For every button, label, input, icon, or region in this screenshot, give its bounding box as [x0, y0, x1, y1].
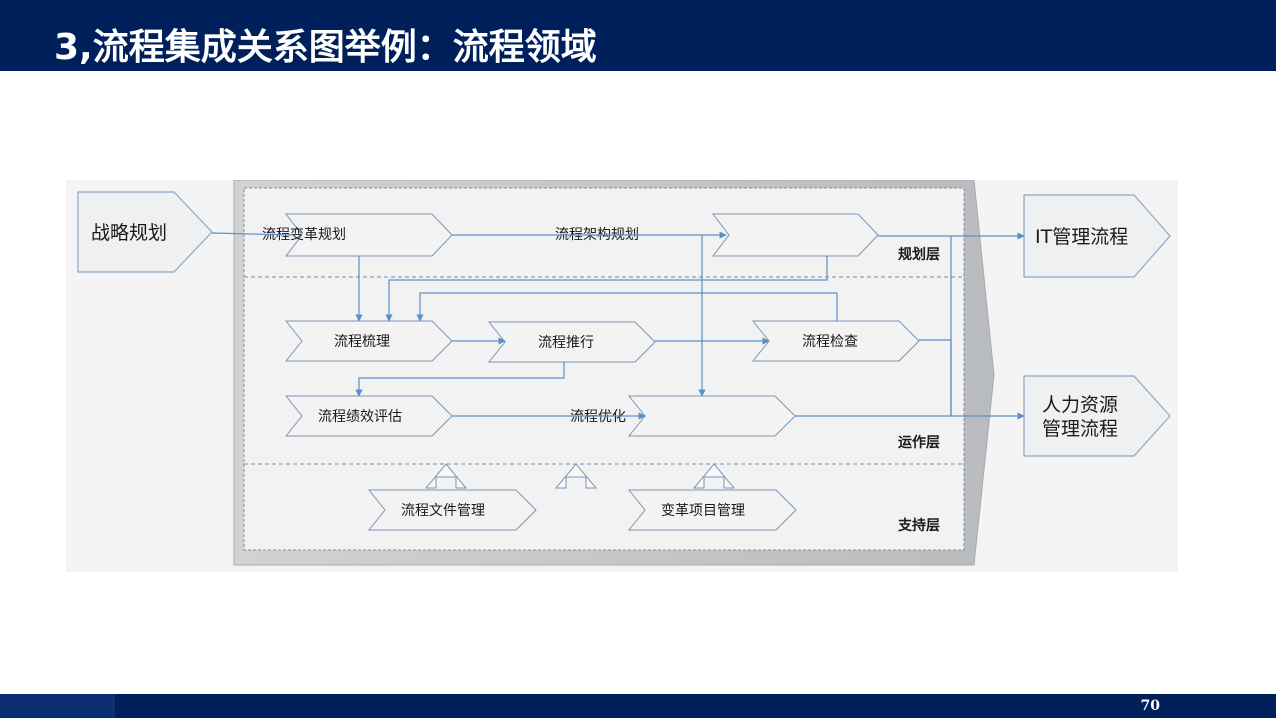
performance-evaluation-label: 流程绩效评估 [318, 409, 402, 425]
process-inspection-label: 流程检查 [802, 334, 858, 350]
planning-layer-label: 规划层 [898, 246, 940, 263]
slide-title: 3,流程集成关系图举例：流程领域 [54, 27, 597, 68]
connector-output-to-sorting [385, 256, 828, 322]
process-integration-diagram: 战略规划 IT管理流程 人力资源 管理流程 流程变革规划 流程架构规划 规划层 … [66, 180, 1178, 572]
process-sorting-label: 流程梳理 [334, 334, 390, 350]
change-planning-shape [284, 213, 453, 257]
strategy-planning-shape [77, 191, 213, 273]
diagram-canvas: 战略规划 IT管理流程 人力资源 管理流程 流程变革规划 流程架构规划 规划层 … [77, 180, 1171, 566]
operation-layer-label: 运作层 [898, 434, 940, 451]
hr-management-shape [1023, 375, 1171, 457]
footer-accent [0, 694, 115, 718]
process-sorting-shape [284, 320, 453, 362]
page-number: 70 [1140, 698, 1160, 714]
connector-inspection-to-sorting [416, 292, 838, 322]
performance-evaluation-shape [284, 395, 453, 437]
strategy-planning-label: 战略规划 [91, 222, 167, 244]
planning-output-shape [711, 213, 879, 257]
it-management-shape [1023, 194, 1171, 278]
connectors [211, 231, 1025, 420]
support-up-arrow-2 [554, 463, 598, 489]
document-management-shape [367, 489, 537, 531]
process-promotion-label: 流程推行 [538, 335, 594, 351]
document-management-label: 流程文件管理 [401, 503, 485, 519]
project-management-label: 变革项目管理 [661, 503, 745, 519]
connector-strategy-to-change [211, 232, 293, 236]
hr-management-label-line1: 人力资源 [1042, 394, 1118, 416]
title-bar: 3,流程集成关系图举例：流程领域 [0, 0, 1276, 71]
hr-management-label-line2: 管理流程 [1042, 418, 1118, 440]
connector-promotion-to-performance [355, 362, 565, 397]
support-up-arrow-3 [692, 463, 736, 489]
process-optimization-shape [627, 395, 796, 437]
support-up-arrow-1 [424, 463, 468, 489]
footer-bar: 70 [0, 694, 1276, 718]
project-management-shape [627, 489, 797, 531]
it-management-label: IT管理流程 [1035, 226, 1128, 248]
change-planning-label: 流程变革规划 [262, 227, 346, 243]
support-layer-label: 支持层 [897, 517, 940, 534]
process-optimization-label: 流程优化 [570, 409, 626, 425]
